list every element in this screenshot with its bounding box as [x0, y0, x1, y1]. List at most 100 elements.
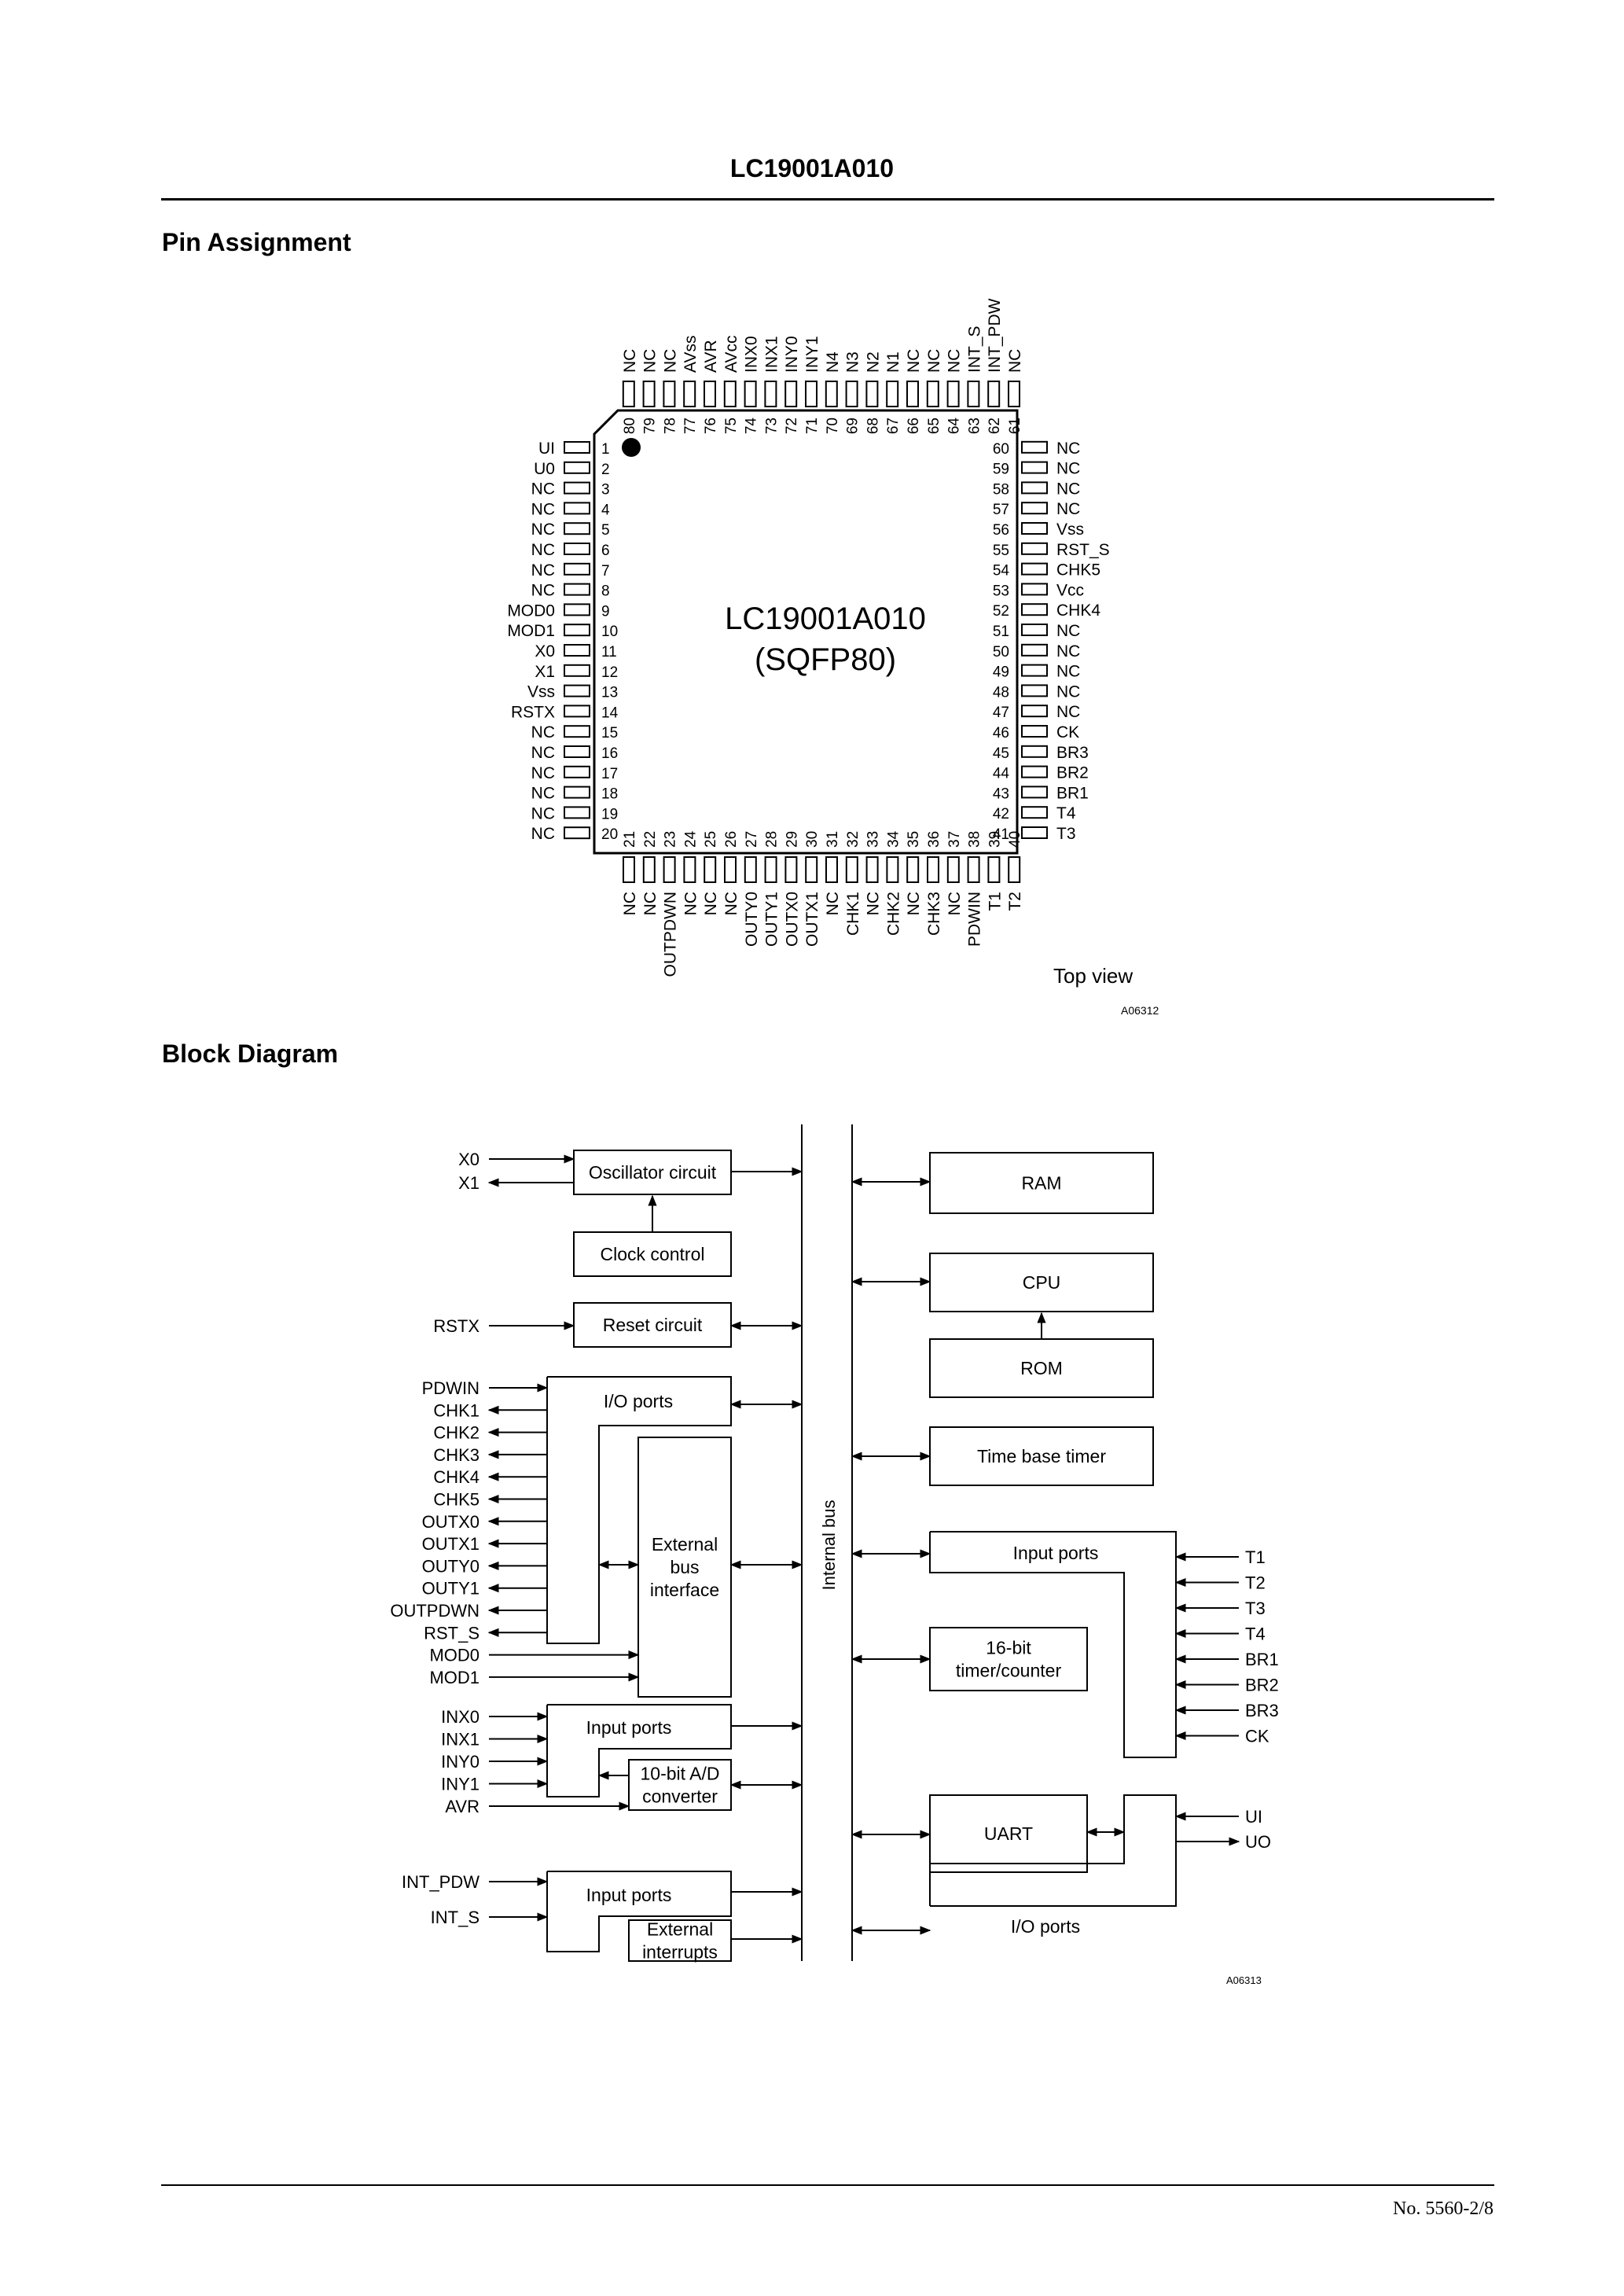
pin-lead: [564, 624, 590, 637]
signal-label: X0: [458, 1150, 479, 1169]
pin-number-bottom: 37: [946, 831, 963, 848]
pin-name-left: X1: [535, 663, 555, 681]
pin-name-right: CHK4: [1056, 602, 1100, 620]
section-heading-pin-assignment: Pin Assignment: [162, 228, 351, 256]
block-external-bus-interface-label: bus: [670, 1557, 699, 1577]
pin-lead: [1021, 725, 1048, 738]
pin-lead: [784, 381, 798, 407]
pin-name-left: MOD0: [507, 602, 555, 620]
pin-name-left: NC: [531, 785, 555, 803]
pin-name-top: INY0: [783, 336, 801, 373]
pin-number-bottom: 27: [744, 831, 760, 848]
pin-number-top: 67: [885, 418, 902, 434]
pin-name-bottom: NC: [722, 892, 740, 915]
pin-lead: [683, 381, 696, 407]
pin-number-top: 70: [825, 418, 841, 434]
pin-name-left: UI: [538, 440, 555, 458]
pin-name-right: CK: [1056, 723, 1079, 741]
pin-number-bottom: 32: [845, 831, 862, 848]
pin-name-bottom: OUTX0: [783, 892, 801, 947]
pin-name-right: BR3: [1056, 744, 1089, 762]
pin-number-left: 19: [601, 806, 618, 822]
pin-lead: [564, 664, 590, 677]
pin-name-right: NC: [1056, 500, 1080, 518]
block-external-interrupts-label: External: [647, 1919, 713, 1940]
pin-number-bottom: 39: [987, 831, 1003, 848]
block-time-base-timer-label: Time base timer: [977, 1446, 1106, 1466]
pin-number-right: 56: [993, 522, 1009, 539]
pin-number-top: 69: [845, 418, 862, 434]
pin-number-top: 73: [763, 418, 780, 434]
pin-name-bottom: PDWIN: [966, 892, 984, 947]
pin-number-left: 2: [601, 462, 610, 478]
pin-name-left: Vss: [527, 683, 555, 701]
pin-number-top: 79: [642, 418, 659, 434]
pin-lead: [906, 381, 919, 407]
pin-name-bottom: OUTY1: [763, 892, 781, 947]
pin-name-right: NC: [1056, 683, 1080, 701]
pin-name-top: INX0: [743, 336, 761, 373]
block-clock-control-label: Clock control: [601, 1244, 705, 1264]
pin-name-left: MOD1: [507, 622, 555, 640]
pin-lead: [623, 856, 635, 883]
pin-number-bottom: 25: [703, 831, 719, 848]
pin-number-bottom: 29: [784, 831, 800, 848]
pin-number-right: 46: [993, 725, 1009, 741]
pin-number-bottom: 40: [1007, 831, 1023, 848]
pin-lead: [1021, 745, 1048, 758]
pin-number-right: 52: [993, 603, 1009, 620]
pin-number-right: 50: [993, 644, 1009, 660]
pin-name-left: NC: [531, 500, 555, 518]
pin-number-right: 60: [993, 441, 1009, 458]
pin-lead: [564, 481, 590, 495]
pin-number-left: 11: [601, 644, 617, 660]
pin-lead: [1021, 562, 1048, 576]
block-adc-converter-label: converter: [642, 1786, 718, 1807]
pin-number-left: 12: [601, 664, 618, 681]
pin-name-top: NC: [641, 349, 660, 373]
signal-label: CK: [1245, 1727, 1269, 1746]
pin-lead: [744, 856, 757, 883]
pin-name-bottom: NC: [641, 892, 660, 915]
pin-name-left: NC: [531, 764, 555, 782]
pin-lead: [564, 461, 590, 474]
pin-lead: [622, 381, 635, 407]
pin-number-right: 55: [993, 543, 1009, 559]
pin-name-right: NC: [1056, 480, 1080, 498]
pin-lead: [723, 381, 737, 407]
pin-name-right: NC: [1056, 663, 1080, 681]
pin-name-left: NC: [531, 541, 555, 559]
pin-name-right: NC: [1056, 703, 1080, 721]
pin-number-right: 53: [993, 583, 1009, 599]
pin-lead: [1021, 481, 1048, 495]
header-rule: [161, 198, 1494, 201]
signal-label: CHK4: [433, 1467, 479, 1487]
pin-name-left: X0: [535, 642, 555, 660]
pin-name-left: U0: [534, 460, 555, 478]
signal-label: T3: [1245, 1599, 1266, 1618]
pin-lead: [564, 522, 590, 535]
pin-lead: [564, 644, 590, 657]
signal-label: X1: [458, 1173, 479, 1193]
pin-lead: [1021, 522, 1048, 535]
pin-lead: [1021, 542, 1048, 555]
pin-name-bottom: NC: [865, 892, 883, 915]
pin-number-top: 75: [723, 418, 740, 434]
pin-number-top: 74: [744, 418, 760, 435]
pin-lead: [564, 826, 590, 840]
pin-lead: [744, 381, 757, 407]
footer-rule: [161, 2184, 1494, 2186]
signal-label: INX1: [441, 1730, 479, 1750]
signal-label: BR2: [1245, 1676, 1279, 1695]
signal-label: OUTY1: [422, 1579, 479, 1599]
pin-lead: [1021, 583, 1048, 596]
pin-lead: [927, 856, 939, 883]
pin-lead: [825, 856, 838, 883]
pin-lead: [1021, 826, 1048, 839]
signal-label: UI: [1245, 1807, 1262, 1827]
figure-id-pin: A06312: [1121, 1004, 1159, 1017]
pin-number-top: 80: [622, 418, 638, 434]
pin-number-right: 57: [993, 502, 1009, 518]
pin-number-left: 10: [601, 624, 618, 640]
section-heading-block-diagram: Block Diagram: [162, 1039, 339, 1068]
